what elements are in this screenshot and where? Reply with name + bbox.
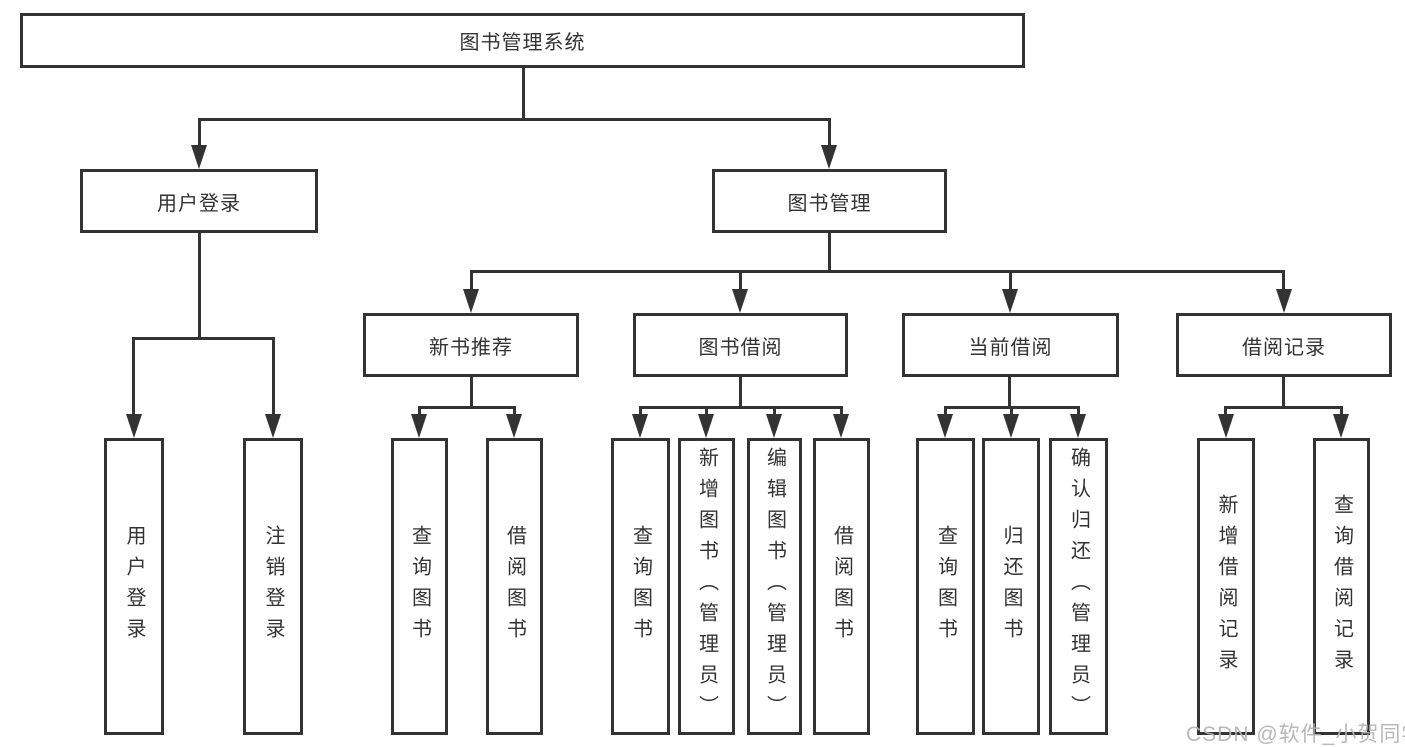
arrowhead-down-icon <box>506 414 522 438</box>
node-label: 注销登录 <box>262 524 284 649</box>
connector-line-borrow-record <box>1224 406 1343 409</box>
watermark: CSDN @软件_小贺同学 <box>1186 723 1405 746</box>
arrowhead-down-icon <box>1333 414 1349 438</box>
arrowhead-down-icon <box>1276 289 1292 313</box>
connector-stem-new-book-recommend <box>470 377 473 409</box>
node-label: 用户登录 <box>157 192 241 215</box>
leaf-borrow-borrow-book: 借阅图书 <box>813 438 870 735</box>
connector-drop <box>1077 406 1080 417</box>
connector-drop <box>1224 406 1227 417</box>
connector-stem-book-management <box>828 233 831 273</box>
node-label: 确认归还（管理员） <box>1067 447 1090 726</box>
leaf-user-login: 用户登录 <box>104 438 164 735</box>
node-label: 借阅图书 <box>830 524 853 649</box>
arrowhead-down-icon <box>1070 414 1086 438</box>
connector-drop <box>1009 270 1012 292</box>
leaf-borrow-add-book-admin: 新增图书（管理员） <box>678 438 735 735</box>
arrowhead-down-icon <box>1218 414 1234 438</box>
leaf-current-query-book: 查询图书 <box>916 438 975 735</box>
node-label: 借阅图书 <box>503 524 526 649</box>
arrowhead-down-icon <box>632 414 648 438</box>
node-label: 归还图书 <box>1000 524 1022 649</box>
connector-line-level2 <box>470 270 1285 273</box>
arrowhead-down-icon <box>265 414 281 438</box>
leaf-borrow-edit-book-admin: 编辑图书（管理员） <box>747 438 802 735</box>
node-label: 借阅记录 <box>1242 336 1326 359</box>
connector-drop <box>198 118 201 148</box>
leaf-record-add-record: 新增借阅记录 <box>1197 438 1255 735</box>
arrowhead-down-icon <box>1003 414 1019 438</box>
connector-line-new-book-recommend <box>418 406 516 409</box>
node-label: 查询图书 <box>934 524 957 649</box>
node-label: 图书管理 <box>787 192 872 215</box>
leaf-borrow-query-book: 查询图书 <box>611 438 670 735</box>
node-label: 查询图书 <box>408 524 431 649</box>
node-label: 编辑图书（管理员） <box>763 447 786 726</box>
arrowhead-down-icon <box>937 414 953 438</box>
node-book-management: 图书管理 <box>712 169 947 233</box>
node-user-login: 用户登录 <box>80 169 318 233</box>
node-label: 图书管理系统 <box>459 32 586 54</box>
arrowhead-down-icon <box>821 145 837 169</box>
leaf-logout-login: 注销登录 <box>243 438 303 735</box>
arrowhead-down-icon <box>191 145 207 169</box>
leaf-recommend-query-book: 查询图书 <box>391 438 448 735</box>
connector-drop <box>944 406 947 417</box>
connector-drop <box>418 406 421 417</box>
connector-drop <box>132 337 135 417</box>
connector-stem-borrow-record <box>1282 377 1285 409</box>
arrowhead-down-icon <box>766 414 782 438</box>
connector-stem-user-login <box>198 233 201 340</box>
arrowhead-down-icon <box>732 289 748 313</box>
leaf-recommend-borrow-book: 借阅图书 <box>486 438 543 735</box>
node-book-borrow: 图书借阅 <box>633 313 848 377</box>
connector-drop <box>470 270 473 292</box>
arrowhead-down-icon <box>126 414 142 438</box>
node-label: 图书借阅 <box>698 336 783 359</box>
leaf-current-confirm-return-admin: 确认归还（管理员） <box>1049 438 1108 735</box>
connector-drop <box>1010 406 1013 417</box>
connector-line-level1 <box>198 118 831 121</box>
node-borrow-record: 借阅记录 <box>1176 313 1392 377</box>
connector-line-book-borrow <box>639 406 843 409</box>
connector-drop <box>1282 270 1285 292</box>
connector-stem-root <box>522 68 525 118</box>
node-label: 新书推荐 <box>429 336 513 359</box>
node-current-borrow: 当前借阅 <box>902 313 1119 377</box>
node-label: 当前借阅 <box>968 336 1053 359</box>
leaf-current-return-book: 归还图书 <box>982 438 1040 735</box>
connector-drop <box>840 406 843 417</box>
connector-drop <box>272 337 275 417</box>
connector-drop <box>639 406 642 417</box>
arrowhead-down-icon <box>411 414 427 438</box>
arrowhead-down-icon <box>463 289 479 313</box>
connector-drop <box>739 270 742 292</box>
node-label: 新增借阅记录 <box>1215 493 1237 680</box>
connector-drop <box>773 406 776 417</box>
connector-stem-book-borrow <box>739 377 742 409</box>
arrowhead-down-icon <box>833 414 849 438</box>
node-library-system: 图书管理系统 <box>20 13 1025 68</box>
connector-line-user-login <box>132 337 274 340</box>
node-label: 新增图书（管理员） <box>695 447 718 726</box>
node-label: 用户登录 <box>123 524 145 649</box>
connector-drop <box>705 406 708 417</box>
arrowhead-down-icon <box>698 414 714 438</box>
node-label: 查询图书 <box>629 524 652 649</box>
node-new-book-recommend: 新书推荐 <box>363 313 579 377</box>
connector-drop <box>513 406 516 417</box>
connector-drop <box>828 118 831 148</box>
connector-stem-current-borrow <box>1008 377 1011 409</box>
leaf-record-query-record: 查询借阅记录 <box>1313 438 1370 735</box>
arrowhead-down-icon <box>1002 289 1018 313</box>
node-label: 查询借阅记录 <box>1330 493 1353 680</box>
connector-drop <box>1340 406 1343 417</box>
